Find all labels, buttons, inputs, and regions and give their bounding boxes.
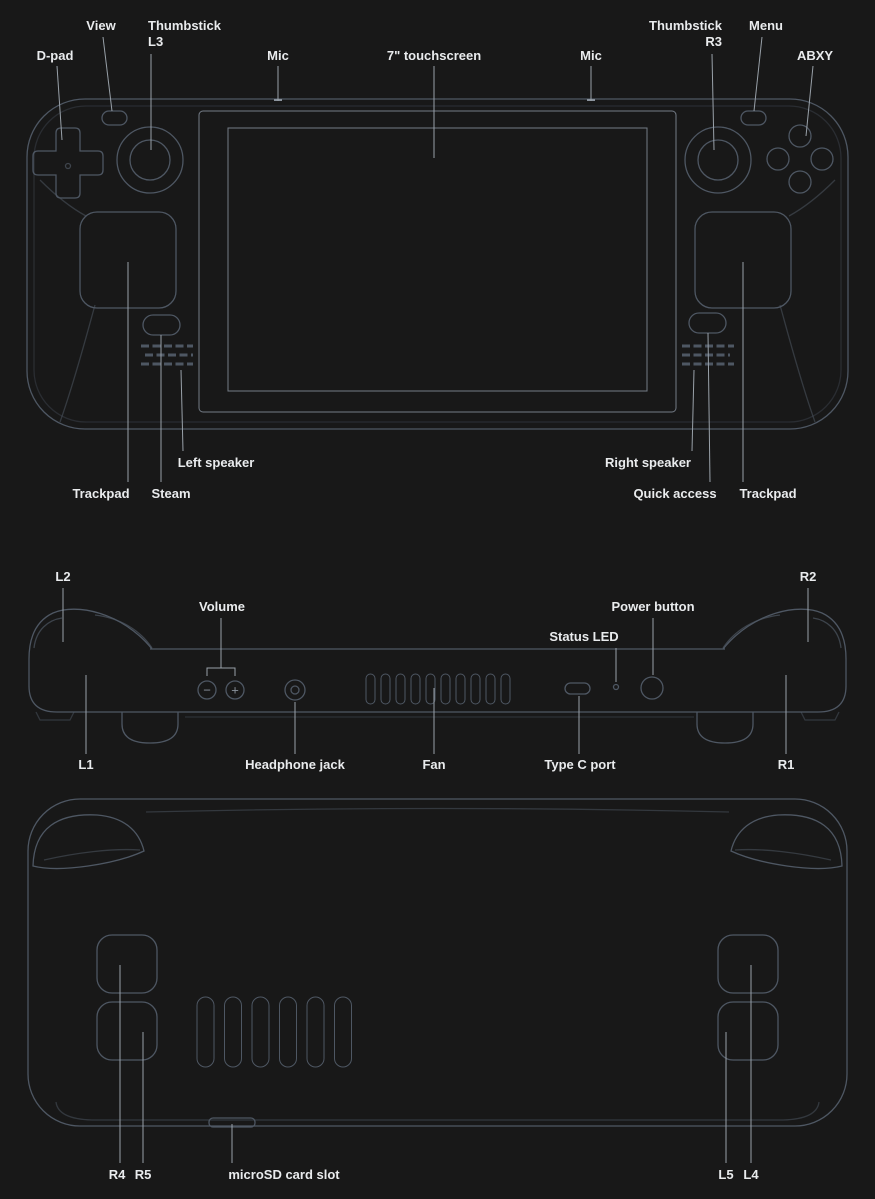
edge-body-outline: [28, 608, 847, 713]
headphone-jack-inner: [290, 685, 300, 695]
label-mic-left: Mic: [267, 48, 289, 63]
label-r4: R4: [108, 1167, 126, 1182]
label-l1: L1: [78, 757, 94, 772]
front-view-drawing: [26, 98, 849, 430]
right-thumbstick-base: [684, 126, 752, 194]
left-trigger-foot: [35, 711, 75, 721]
label-quick-access: Quick access: [633, 486, 717, 501]
button-b: [810, 147, 834, 171]
dpad-center-dot: [64, 162, 72, 170]
label-right-speaker: Right speaker: [605, 455, 691, 470]
label-status-led: Status LED: [549, 629, 619, 644]
left-thumbstick-base: [116, 126, 184, 194]
screen-bezel: [198, 110, 677, 413]
label-trackpad-left: Trackpad: [72, 486, 130, 501]
back-vents: [196, 996, 352, 1068]
back-view-drawing: [27, 798, 848, 1128]
back-button-l4: [717, 934, 779, 994]
label-left-speaker: Left speaker: [177, 455, 255, 470]
label-l2: L2: [55, 569, 71, 584]
right-grip-wing-inner: [734, 848, 832, 861]
left-speaker-grill: [141, 344, 193, 366]
label-dpad: D-pad: [36, 48, 74, 63]
label-touchscreen: 7" touchscreen: [386, 48, 482, 63]
front-body-inner-edge: [33, 105, 842, 423]
view-button: [101, 110, 128, 126]
button-y: [788, 124, 812, 148]
label-l4: L4: [743, 1167, 759, 1182]
leader-lines: [56, 36, 814, 1163]
touchscreen: [227, 127, 648, 392]
button-x: [766, 147, 790, 171]
power-button: [640, 676, 664, 700]
back-body-outline: [27, 798, 848, 1127]
volume-plus-icon: +: [231, 682, 239, 698]
label-type-c-port: Type C port: [544, 757, 616, 772]
status-led: [612, 683, 620, 691]
back-top-seam: [145, 807, 730, 813]
label-trackpad-right: Trackpad: [739, 486, 797, 501]
type-c-port: [564, 682, 591, 695]
label-headphone-jack: Headphone jack: [245, 757, 345, 772]
dpad-shape: [32, 127, 104, 199]
trigger-seams: [33, 614, 842, 649]
label-volume: Volume: [199, 599, 245, 614]
label-r2: R2: [799, 569, 817, 584]
back-bottom-seam: [55, 1101, 820, 1121]
left-grip-wing: [32, 814, 145, 870]
quick-access-button: [688, 312, 727, 334]
label-fan: Fan: [422, 757, 446, 772]
right-grip-bottom: [696, 712, 754, 744]
left-thumbstick-cap: [129, 139, 171, 181]
label-r5: R5: [134, 1167, 152, 1182]
label-thumbstick-r3: Thumbstick R3: [649, 18, 722, 49]
edge-view-drawing: [28, 608, 847, 744]
menu-button: [740, 110, 767, 126]
right-thumbstick-cap: [697, 139, 739, 181]
volume-minus-icon: −: [203, 682, 211, 698]
label-menu: Menu: [749, 18, 783, 33]
right-trigger-foot: [800, 711, 840, 721]
right-grip-wing: [730, 814, 843, 870]
label-power-button: Power button: [611, 599, 695, 614]
front-body-outline: [26, 98, 849, 430]
label-l5: L5: [718, 1167, 734, 1182]
label-mic-right: Mic: [580, 48, 602, 63]
label-steam: Steam: [151, 486, 191, 501]
button-a: [788, 170, 812, 194]
label-abxy: ABXY: [796, 48, 834, 63]
volume-down-button: [197, 680, 217, 700]
headphone-jack-outer: [284, 679, 306, 701]
label-view: View: [86, 18, 116, 33]
back-button-l5: [717, 1001, 779, 1061]
fan-grill: [365, 673, 511, 705]
volume-up-button: [225, 680, 245, 700]
label-r1: R1: [777, 757, 795, 772]
steam-button: [142, 314, 181, 336]
back-button-r4: [96, 934, 158, 994]
left-grip-bottom: [121, 712, 179, 744]
label-microsd: microSD card slot: [228, 1167, 340, 1182]
back-button-r5: [96, 1001, 158, 1061]
front-seam-lines: [39, 179, 836, 423]
left-grip-wing-inner: [43, 848, 141, 861]
label-thumbstick-l3: Thumbstick L3: [148, 18, 221, 49]
